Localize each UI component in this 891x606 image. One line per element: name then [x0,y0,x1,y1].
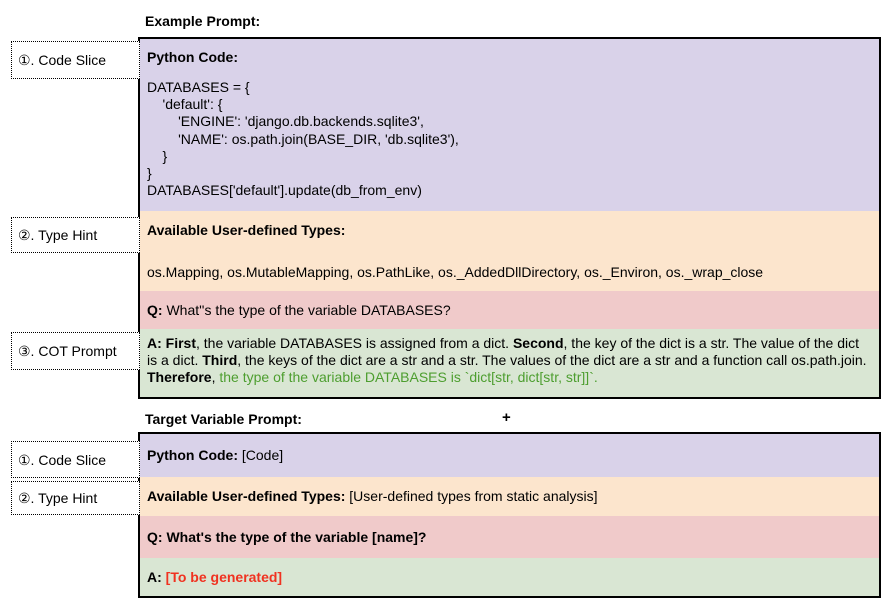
target-prompt-block: Python Code: [Code] Available User-defin… [138,432,881,598]
to-be-generated-text: [To be generated] [165,568,283,585]
target-answer-label: A: [147,568,166,585]
label-type-hint-top: ②. Type Hint [11,217,140,253]
example-code-slice-section: Python Code: DATABASES = { 'default': { … [140,39,879,211]
target-code-label: Python Code: [147,447,238,463]
cot-seg-third: Third [202,352,238,368]
cot-seg-text1: , the variable DATABASES is assigned fro… [196,335,513,351]
target-variable-prompt-title: Target Variable Prompt: [145,411,302,427]
label-code-slice-bottom-text: ①. Code Slice [18,451,107,468]
target-types-placeholder: [User-defined types from static analysis… [345,488,598,504]
target-code-line: Python Code: [Code] [147,447,283,464]
cot-seg-text4: , [211,369,220,385]
example-question-line: Q: What''s the type of the variable DATA… [147,302,451,319]
target-code-placeholder: [Code] [238,447,284,463]
target-question-line: Q: What's the type of the variable [name… [147,529,426,546]
cot-seg-text2: , the key of the dict is a str. The valu… [147,335,859,368]
target-answer-line: A: [To be generated] [147,569,282,586]
available-types-list: os.Mapping, os.MutableMapping, os.PathLi… [147,264,764,280]
example-cot-answer-section: A: First, the variable DATABASES is assi… [140,329,879,397]
target-code-slice-row: Python Code: [Code] [140,434,879,477]
cot-conclusion-text: the type of the variable DATABASES is `d… [219,369,598,385]
label-cot-prompt: ③. COT Prompt [11,332,140,370]
available-types-header: Available User-defined Types: [147,222,346,238]
cot-seg-first: A: First [147,335,196,351]
label-cot-prompt-text: ③. COT Prompt [18,343,117,359]
python-code-snippet: DATABASES = { 'default': { 'ENGINE': 'dj… [147,79,459,199]
label-type-hint-bottom-text: ②. Type Hint [18,490,98,506]
target-answer-row: A: [To be generated] [140,558,879,596]
target-question-row: Q: What's the type of the variable [name… [140,516,879,558]
target-types-line: Available User-defined Types: [User-defi… [147,488,598,505]
target-question-text: Q: What's the type of the variable [name… [147,528,427,545]
example-type-hint-section: Available User-defined Types: os.Mapping… [140,211,879,291]
target-type-hint-row: Available User-defined Types: [User-defi… [140,477,879,516]
example-prompt-title: Example Prompt: [145,13,261,29]
cot-seg-text3: , the keys of the dict are a str and a s… [237,352,867,368]
cot-answer-line: A: First, the variable DATABASES is assi… [147,335,871,386]
cot-seg-second: Second [512,335,564,351]
example-question-section: Q: What''s the type of the variable DATA… [140,291,879,329]
question-label: Q: [147,301,163,318]
label-type-hint-bottom: ②. Type Hint [11,481,140,515]
example-prompt-block: Python Code: DATABASES = { 'default': { … [138,37,881,399]
label-code-slice-top: ①. Code Slice [11,41,140,79]
target-types-label: Available User-defined Types: [147,488,346,504]
cot-seg-therefore: Therefore [147,369,212,385]
label-type-hint-text: ②. Type Hint [18,227,98,243]
label-code-slice-text: ①. Code Slice [18,52,107,68]
question-text: What''s the type of the variable DATABAS… [162,301,451,318]
plus-sign: + [502,409,511,426]
python-code-header: Python Code: [147,49,238,65]
label-code-slice-bottom: ①. Code Slice [11,441,140,478]
